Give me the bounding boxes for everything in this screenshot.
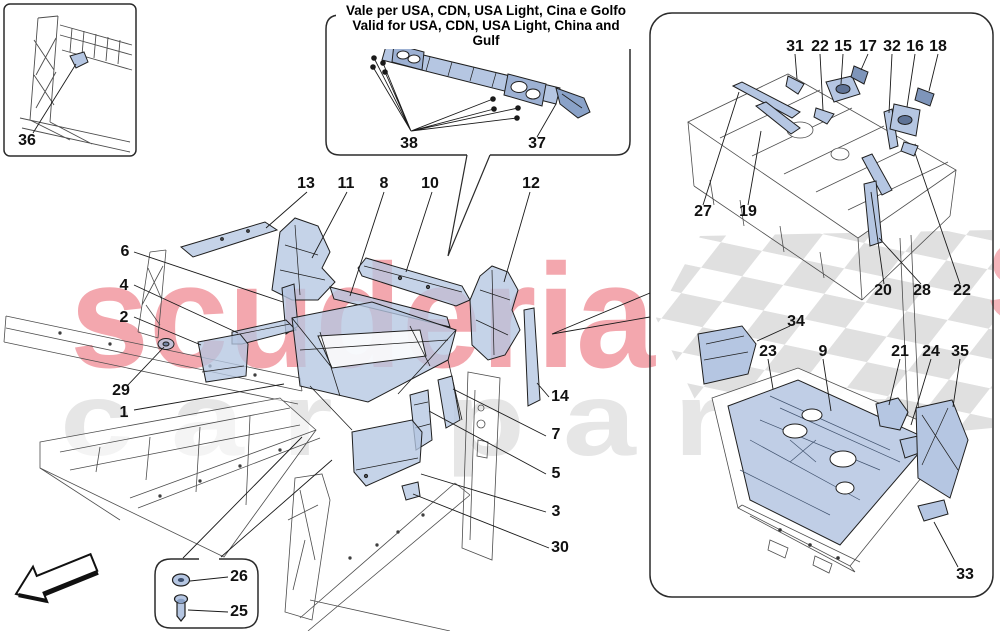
part-14-blade: [523, 307, 541, 407]
right-box: [649, 12, 994, 598]
callout-36[interactable]: 36: [18, 132, 36, 149]
callout-38[interactable]: 38: [400, 135, 418, 152]
callout-26[interactable]: 26: [230, 568, 248, 585]
callout-24[interactable]: 24: [922, 343, 940, 360]
variant-note: Vale per USA, CDN, USA Light, Cina e Gol…: [336, 2, 636, 49]
callout-3[interactable]: 3: [551, 503, 561, 520]
callout-11[interactable]: 11: [337, 175, 355, 192]
callout-30[interactable]: 30: [551, 539, 569, 556]
callout-4[interactable]: 4: [119, 277, 129, 294]
front-chassis-drawing: [3, 249, 501, 631]
callout-1[interactable]: 1: [119, 404, 129, 421]
part-21-mount: [875, 397, 909, 431]
main-view: [3, 217, 541, 631]
part-2-panel: [197, 333, 249, 383]
callout-34[interactable]: 34: [787, 313, 805, 330]
part-30-bracket: [401, 481, 421, 501]
callout-31[interactable]: 31: [786, 38, 804, 55]
callout-28[interactable]: 28: [913, 282, 931, 299]
callout-13[interactable]: 13: [297, 175, 315, 192]
callout-22[interactable]: 22: [811, 38, 829, 55]
inset-box-36: [3, 3, 137, 157]
variant-box: [325, 14, 631, 257]
callout-27[interactable]: 27: [694, 203, 712, 220]
callout-25[interactable]: 25: [230, 603, 248, 620]
callout-5[interactable]: 5: [551, 465, 561, 482]
part-1-subframe: [291, 301, 463, 431]
part-7-strip: [437, 375, 461, 429]
callout-22[interactable]: 22: [953, 282, 971, 299]
callout-12[interactable]: 12: [522, 175, 540, 192]
callout-33[interactable]: 33: [956, 566, 974, 583]
callout-9[interactable]: 9: [818, 343, 828, 360]
direction-arrow-icon: [14, 552, 99, 604]
part-31-bracket: [785, 75, 805, 95]
callout-23[interactable]: 23: [759, 343, 777, 360]
part-35-panel: [915, 399, 969, 499]
rear-frame-highlighted-parts: [731, 65, 935, 247]
part-3-panel: [351, 419, 423, 487]
front-highlighted-parts: [157, 217, 541, 501]
callout-29[interactable]: 29: [112, 382, 130, 399]
callout-35[interactable]: 35: [951, 343, 969, 360]
part-38-bolts: [370, 55, 521, 132]
bolt-icon: [173, 594, 189, 622]
callout-2[interactable]: 2: [119, 309, 129, 326]
part-12-node: [469, 265, 521, 361]
part-19-brace: [755, 101, 801, 135]
callout-7[interactable]: 7: [551, 426, 561, 443]
callout-16[interactable]: 16: [906, 38, 924, 55]
callout-6[interactable]: 6: [120, 243, 130, 260]
part-8-rail: [329, 286, 451, 328]
part-13-rail: [179, 221, 279, 258]
part-37-crossmember: [381, 43, 591, 119]
rear-frame-drawing: [687, 73, 957, 421]
callout-21[interactable]: 21: [891, 343, 909, 360]
callout-8[interactable]: 8: [379, 175, 389, 192]
callout-17[interactable]: 17: [859, 38, 877, 55]
part-22-bracket: [900, 141, 919, 157]
callout-10[interactable]: 10: [421, 175, 439, 192]
callout-37[interactable]: 37: [528, 135, 546, 152]
rear-underbody-highlighted-parts: [697, 325, 969, 546]
callout-32[interactable]: 32: [883, 38, 901, 55]
leader-lines: [32, 53, 961, 613]
part-17-clip: [850, 65, 869, 85]
callout-19[interactable]: 19: [739, 203, 757, 220]
part-29-clip: [157, 338, 175, 350]
callout-14[interactable]: 14: [551, 388, 569, 405]
variant-note-line1: Vale per USA, CDN, USA Light, Cina e Gol…: [345, 3, 627, 18]
part-34-panel: [697, 325, 757, 385]
callout-18[interactable]: 18: [929, 38, 947, 55]
part-36-clip: [69, 51, 89, 69]
part-28-brace: [863, 180, 883, 247]
washer-icon: [171, 573, 191, 587]
callout-15[interactable]: 15: [834, 38, 852, 55]
part-22-wedge: [813, 107, 835, 125]
part-33-bracket: [917, 499, 949, 522]
callout-20[interactable]: 20: [874, 282, 892, 299]
fastener-box: [154, 558, 259, 629]
part-11-node: [271, 217, 336, 301]
part-18-clip: [914, 87, 935, 107]
variant-note-line2: Valid for USA, CDN, USA Light, China and…: [352, 18, 620, 48]
